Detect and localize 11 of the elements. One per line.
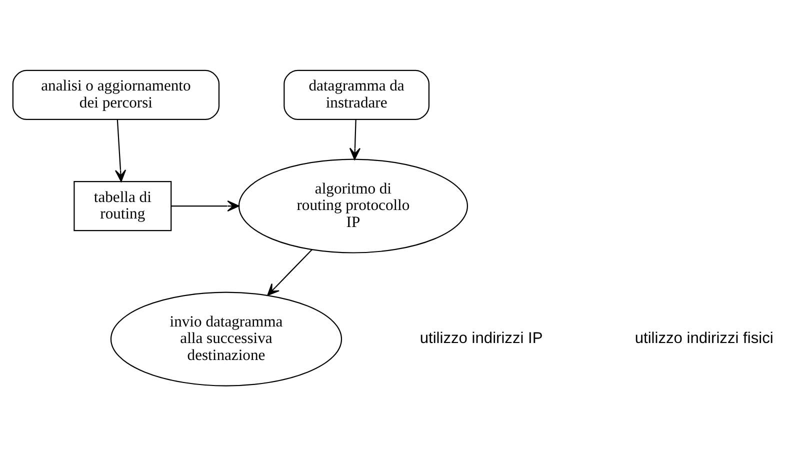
arrow — [171, 200, 240, 212]
node-box: datagramma da instradare — [284, 70, 430, 120]
arrow — [114, 120, 126, 182]
node-ellipse: algoritmo di routing protocollo IP — [238, 158, 468, 254]
node-ellipse: invio datagramma alla successiva destinazione — [110, 292, 342, 386]
label: utilizzo indirizzi fisici — [634, 330, 774, 348]
arrow — [349, 120, 361, 160]
node-box: tabella di routing — [74, 180, 172, 232]
node-box: analisi o aggiornamento dei percorsi — [12, 70, 220, 120]
label: utilizzo indirizzi IP — [420, 330, 543, 348]
arrow — [267, 249, 312, 296]
